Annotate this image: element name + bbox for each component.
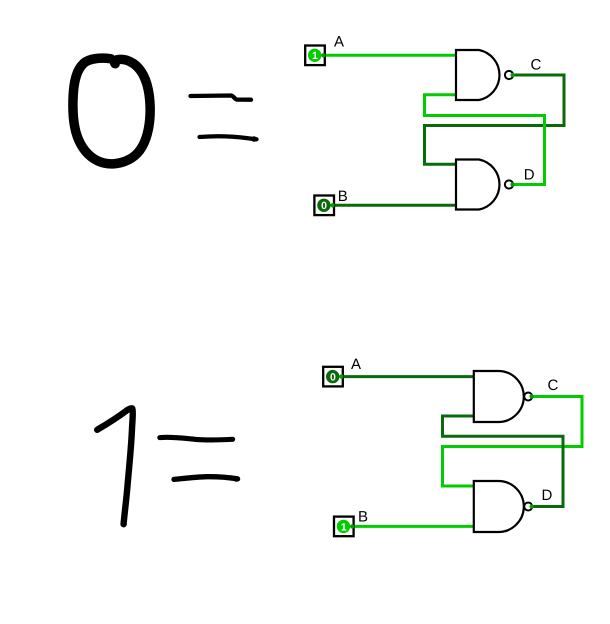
nand-gate-1-port-dot	[510, 72, 515, 78]
wire-d1-feedback	[423, 93, 546, 186]
nand-gate-3-body[interactable]	[472, 369, 525, 424]
switch-b2-port-dot	[350, 524, 355, 529]
switch-b1-value: 0	[321, 200, 327, 212]
nand-gate-2-port-dot	[510, 182, 515, 187]
handwritten-stroke2-blob	[233, 476, 240, 482]
circuit-bottom-latch: 0 A 1 B C D	[322, 356, 584, 538]
nand-gate-3[interactable]	[472, 369, 534, 424]
handwritten-equals-top-stroke	[188, 93, 254, 102]
switch-b2-value: 1	[341, 521, 347, 533]
switch-a1-value: 1	[312, 50, 318, 62]
switch-a1-state-lamp	[308, 48, 322, 62]
input-switch-b2[interactable]: 1	[332, 515, 355, 538]
label-b1: B	[338, 188, 348, 205]
handwritten-one-annotation	[94, 405, 241, 528]
nand-gate-3-port-dot	[529, 394, 534, 399]
switch-b2-state-lamp	[336, 519, 351, 534]
handwritten-equals-bottom-stroke	[197, 134, 259, 142]
handwritten-one-glyph	[94, 405, 137, 528]
label-c1: C	[531, 57, 542, 74]
wire-c1-feedback	[423, 73, 566, 166]
label-a2: A	[351, 356, 361, 373]
label-a1: A	[334, 34, 344, 51]
circuit-top-latch: 1 A 0 B C D	[304, 34, 566, 217]
nand-gate-4-body[interactable]	[472, 479, 525, 534]
handwritten-equals2-top-stroke	[157, 434, 236, 443]
label-d1: D	[524, 167, 535, 184]
handwritten-stroke-blob	[251, 136, 257, 142]
label-c2: C	[548, 377, 559, 394]
wire-d2-feedback	[441, 414, 565, 508]
handwritten-zero-annotation	[68, 53, 259, 169]
nand-gate-2-body[interactable]	[454, 158, 501, 211]
nand-gate-1-body[interactable]	[454, 48, 501, 102]
handwritten-zero-glyph	[68, 53, 155, 169]
label-d2: D	[542, 487, 553, 504]
nand-gate-4[interactable]	[472, 479, 534, 534]
label-b2: B	[358, 509, 368, 526]
switch-a2-port-dot	[339, 374, 344, 379]
switch-a1-port-dot	[321, 53, 326, 58]
switch-a2-value: 0	[330, 372, 336, 384]
switch-b1-port-dot	[330, 203, 335, 208]
nand-gate-1[interactable]	[454, 48, 515, 102]
input-switch-a1[interactable]: 1	[304, 44, 326, 67]
nand-gate-4-port-dot	[529, 504, 534, 509]
nand-gate-2[interactable]	[454, 158, 515, 211]
switch-b1-state-lamp	[317, 198, 331, 212]
switch-a2-state-lamp	[326, 369, 340, 384]
wire-c2-feedback	[441, 395, 584, 488]
handwritten-equals2-bottom-stroke	[171, 474, 241, 483]
input-switch-b1[interactable]: 0	[313, 194, 336, 217]
input-switch-a2[interactable]: 0	[322, 365, 344, 388]
